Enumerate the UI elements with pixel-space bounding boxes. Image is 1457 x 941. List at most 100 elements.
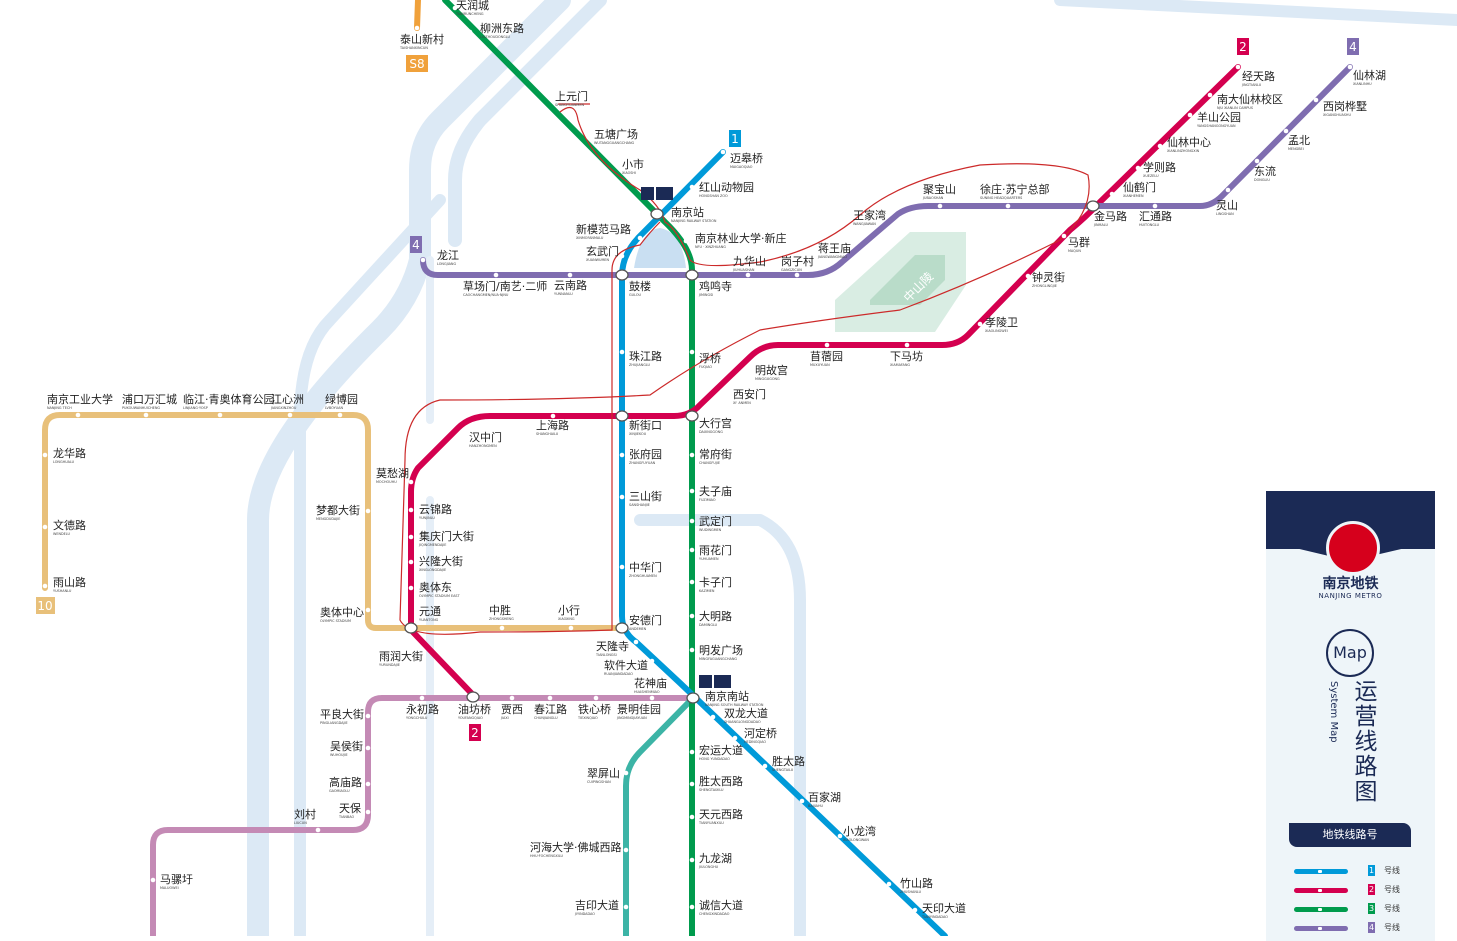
station-marker xyxy=(689,904,695,910)
station-name-cn: 吉印大道 xyxy=(575,898,619,912)
station-marker xyxy=(408,479,414,485)
badge-line4-top xyxy=(1347,38,1359,55)
line-2 xyxy=(408,64,1241,700)
station-name-pinyin: XINGLONGDAJIE xyxy=(419,568,446,572)
station-marker xyxy=(689,781,695,787)
station-name-pinyin: XIANLINZHONGXIN xyxy=(1167,149,1200,153)
station-name-cn: 天印大道 xyxy=(922,901,966,915)
interchange-marker xyxy=(404,622,418,634)
station-name-cn: 苜蓿园 xyxy=(810,349,843,363)
station-name-cn: 柳洲东路 xyxy=(480,21,524,35)
station-marker xyxy=(649,695,655,701)
station-marker xyxy=(217,412,223,418)
station-marker xyxy=(837,833,843,839)
station-name-cn: 新模范马路 xyxy=(576,222,631,236)
station-name-cn: 鸡鸣寺 xyxy=(699,279,732,293)
station-name-cn: 花神庙 xyxy=(634,676,667,690)
station-name-cn: 南京南站 xyxy=(705,689,749,703)
legend-line-text: 号线 xyxy=(1384,923,1400,932)
station-name-cn: 莫愁湖 xyxy=(376,467,409,480)
station-marker xyxy=(745,272,751,278)
station-marker xyxy=(832,255,838,261)
station-marker xyxy=(287,412,293,418)
station-name-cn: 雨山路 xyxy=(53,576,86,589)
line-4 xyxy=(420,64,1353,278)
interchange-marker xyxy=(685,410,699,422)
station-marker xyxy=(718,392,724,398)
station-name-pinyin: XI' ANMEN xyxy=(733,401,751,405)
station-marker xyxy=(365,607,371,613)
station-marker xyxy=(365,508,371,514)
station-name-cn: 小市 xyxy=(622,157,644,171)
station-marker xyxy=(619,452,625,458)
station-marker xyxy=(1025,273,1031,279)
station-name-cn: 夫子庙 xyxy=(699,484,732,498)
station-name-cn: 翠屏山 xyxy=(587,767,620,780)
station-name-cn: 大明路 xyxy=(699,609,732,623)
station-name-cn: 春江路 xyxy=(534,703,567,716)
station-name-cn: 武定门 xyxy=(699,514,732,528)
station-marker xyxy=(1235,64,1241,70)
station-marker xyxy=(419,695,425,701)
station-marker xyxy=(623,904,629,910)
station-name-cn: 高庙路 xyxy=(329,775,362,789)
station-name-pinyin: MINGGUGONG xyxy=(755,377,780,381)
station-name-cn: 贾西 xyxy=(501,703,523,716)
station-name-cn: 下马坊 xyxy=(890,349,923,363)
station-name-pinyin: JIAXI xyxy=(500,716,509,720)
line-s8 xyxy=(414,0,421,31)
station-name-cn: 软件大道 xyxy=(604,658,648,672)
station-name-pinyin: OLYMPIC STADIUM xyxy=(320,619,351,623)
station-name-pinyin: GULOU xyxy=(629,293,642,297)
badge-line2-top xyxy=(1237,38,1249,55)
station-marker xyxy=(620,169,626,175)
station-marker xyxy=(637,235,643,241)
station-marker xyxy=(509,695,515,701)
station-name-pinyin: XINMOFANMALU xyxy=(576,236,604,240)
station-name-pinyin: GANGZICUN xyxy=(781,268,802,272)
station-name-cn: 玄武门 xyxy=(586,244,619,258)
station-marker xyxy=(499,625,505,631)
station-marker xyxy=(467,29,473,35)
station-marker xyxy=(1187,112,1193,118)
station-name-pinyin: YURUNDAJIE xyxy=(379,663,400,667)
badge-line10 xyxy=(36,597,55,614)
station-name-pinyin: YUHUAMEN xyxy=(699,557,719,561)
line-10 xyxy=(42,412,415,631)
station-name-cn: 仙鹤门 xyxy=(1123,180,1156,194)
station-name-pinyin: OLYMPIC STADIUM EAST xyxy=(419,594,461,598)
legend-station-dot xyxy=(1318,889,1322,892)
station-name-pinyin: YUNJINLU xyxy=(419,516,435,520)
station-name-cn: 兴隆大街 xyxy=(419,554,463,568)
station-name-cn: 河海大学·佛城西路 xyxy=(530,840,622,854)
badge-line1-text: 1 xyxy=(731,132,739,146)
station-name-cn: 龙江 xyxy=(437,249,459,262)
station-name-pinyin: PUKOUWANHUICHENG xyxy=(122,406,160,410)
station-name-pinyin: JUBAOSHAN xyxy=(922,196,944,200)
station-name-pinyin: ANDEMEN xyxy=(629,627,647,631)
xuanwu-lake xyxy=(634,228,686,268)
